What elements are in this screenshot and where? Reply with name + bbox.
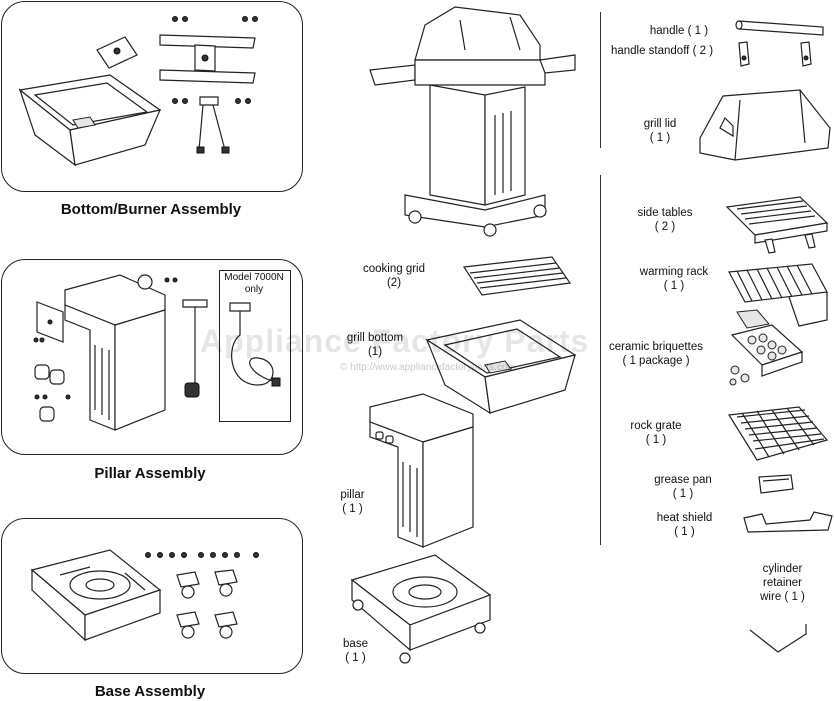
side-tables-drawing — [725, 195, 830, 255]
warming-rack-drawing — [727, 262, 830, 330]
grill-bottom-drawing — [425, 315, 580, 415]
grease-pan-drawing — [757, 473, 795, 497]
rock-grate-label: rock grate ( 1 ) — [630, 420, 682, 446]
right-divider-top — [600, 12, 601, 148]
cooking-grid-drawing — [462, 255, 572, 297]
base-assembly-drawing — [30, 545, 165, 655]
valve-assembly-drawing — [95, 35, 140, 70]
bottom-burner-title: Bottom/Burner Assembly — [60, 201, 242, 218]
right-divider-bottom — [600, 175, 601, 545]
handle-standoff-label: handle standoff ( 2 ) — [610, 45, 714, 57]
grease-pan-label: grease pan ( 1 ) — [654, 474, 712, 500]
handle-standoff-drawing — [735, 40, 820, 68]
hose-drawing — [228, 300, 283, 395]
base-screws-icon — [143, 550, 263, 565]
igniter-drawing — [135, 270, 180, 295]
ceramic-briquettes-label: ceramic briquettes ( 1 package ) — [609, 341, 703, 367]
pillar-title: Pillar Assembly — [94, 465, 206, 482]
base-title: Base Assembly — [94, 683, 206, 700]
grill-bottom-pan-drawing — [15, 70, 165, 170]
side-tables-label: side tables ( 2 ) — [637, 207, 693, 233]
casters-drawing — [175, 570, 245, 650]
cylinder-retainer-wire-drawing — [748, 622, 810, 657]
manifold-bracket-drawing — [155, 30, 265, 85]
base-label: base ( 1 ) — [343, 638, 368, 664]
grill-bottom-label: grill bottom (1) — [346, 332, 404, 358]
heat-shield-drawing — [742, 510, 834, 534]
warming-rack-label: warming rack ( 1 ) — [639, 266, 709, 292]
burner-tubes-drawing — [195, 95, 240, 155]
rock-grate-drawing — [727, 405, 830, 463]
ceramic-briquettes-drawing — [727, 310, 807, 388]
pillar-side-panel-drawing — [35, 300, 65, 345]
model-7000n-box — [219, 270, 291, 422]
model-note-line2: only — [244, 284, 264, 295]
assembled-grill-drawing — [370, 5, 575, 237]
cooking-grid-label: cooking grid (2) — [362, 263, 425, 289]
pillar-drawing — [368, 392, 478, 552]
grill-lid-drawing — [695, 88, 833, 163]
pillar-assembly-drawing — [60, 270, 170, 435]
watermark-url: © http://www.appliancefactoryparts.com — [340, 362, 516, 373]
base-drawing — [350, 550, 495, 670]
heat-shield-label: heat shield ( 1 ) — [656, 512, 713, 538]
pillar-label: pillar ( 1 ) — [340, 489, 365, 515]
watermark-text: Appliance Factory Parts — [200, 323, 590, 359]
grill-lid-label: grill lid ( 1 ) — [643, 118, 677, 144]
cylinder-retainer-wire-label: cylinder retainer wire ( 1 ) — [760, 563, 805, 603]
control-knobs-drawing — [30, 335, 80, 425]
handle-drawing — [735, 17, 827, 37]
gas-regulator-drawing — [175, 295, 215, 410]
model-note-line1: Model 7000N — [224, 272, 284, 283]
handle-label: handle ( 1 ) — [649, 25, 709, 37]
screws-bottom-icon — [170, 15, 260, 110]
